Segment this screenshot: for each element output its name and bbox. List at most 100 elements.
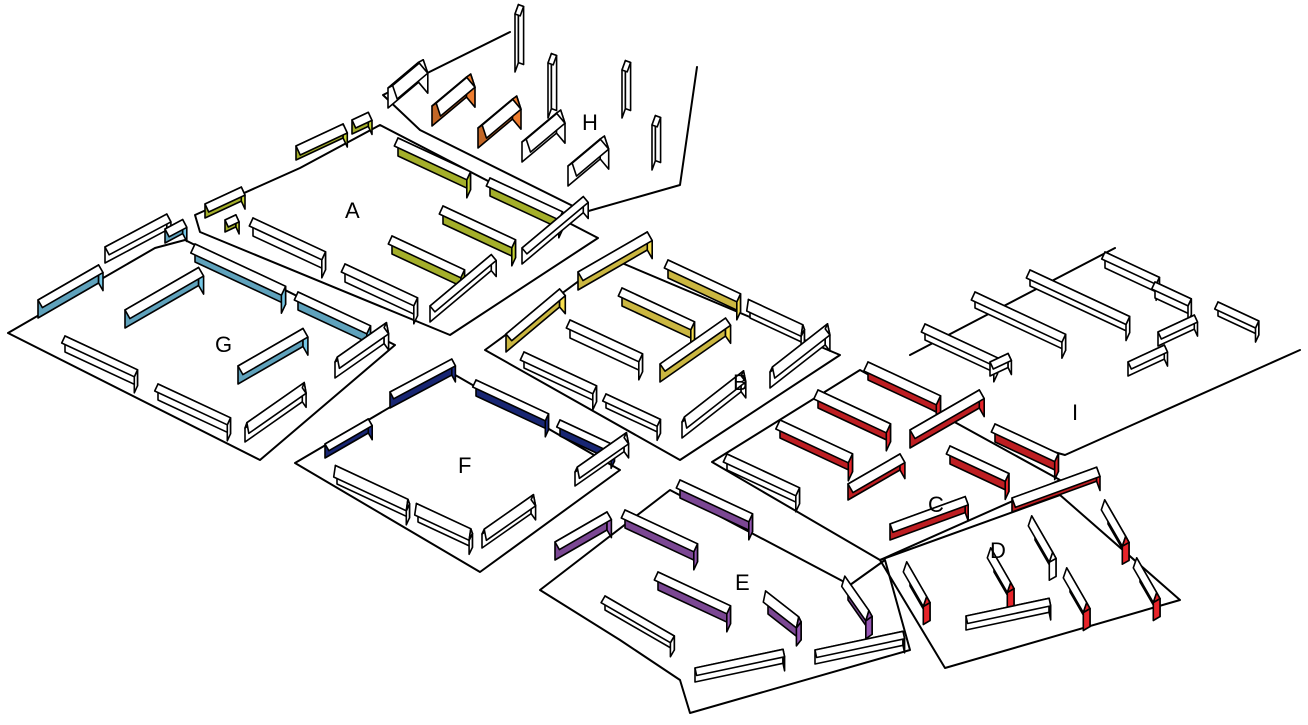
building-none-80 bbox=[1100, 251, 1161, 302]
building-roof-face bbox=[659, 317, 732, 372]
building-roof-face bbox=[1100, 499, 1127, 547]
building-G-29 bbox=[237, 327, 309, 385]
building-none-42 bbox=[681, 370, 747, 439]
building-none-82 bbox=[1213, 301, 1260, 343]
building-none-50 bbox=[481, 493, 537, 549]
building-gable-face bbox=[465, 73, 476, 88]
building-roof-face bbox=[224, 214, 240, 228]
building-roof-face bbox=[1150, 281, 1193, 307]
building-none-19 bbox=[521, 195, 589, 265]
building-E-71 bbox=[762, 590, 802, 647]
building-C-63 bbox=[986, 547, 1015, 612]
building-none-48 bbox=[413, 502, 474, 556]
building-none-7 bbox=[621, 59, 632, 119]
building-roof-face bbox=[990, 423, 1060, 463]
building-G-25 bbox=[37, 264, 104, 319]
building-roof-face bbox=[340, 263, 419, 307]
building-none-18 bbox=[340, 263, 419, 325]
building-roof-face bbox=[847, 453, 906, 494]
building-roof-face bbox=[1127, 344, 1169, 370]
building-none-38 bbox=[519, 351, 598, 411]
building-gable-face bbox=[468, 528, 474, 542]
building-roof-face bbox=[863, 361, 942, 406]
building-C-60 bbox=[1011, 466, 1101, 513]
building-none-3 bbox=[521, 109, 566, 163]
building-none-76 bbox=[814, 630, 906, 665]
building-none-31 bbox=[244, 381, 307, 443]
building-roof-face bbox=[393, 137, 472, 181]
building-roof-face bbox=[1027, 515, 1054, 563]
building-roof-face bbox=[248, 217, 327, 261]
building-roof-face bbox=[965, 597, 1052, 625]
building-gable-face bbox=[623, 431, 630, 445]
building-H-2 bbox=[477, 95, 522, 149]
building-gable-face bbox=[405, 498, 411, 512]
building-none-47 bbox=[332, 464, 411, 526]
building-A-10 bbox=[351, 111, 373, 136]
building-none-6 bbox=[547, 52, 558, 119]
building-C-52 bbox=[813, 389, 892, 452]
label-E: E bbox=[735, 570, 750, 595]
building-none-8 bbox=[651, 114, 662, 171]
building-roof-face bbox=[621, 59, 632, 73]
building-roof-face bbox=[663, 259, 742, 303]
building-roof-face bbox=[814, 630, 906, 659]
building-roof-face bbox=[970, 291, 1067, 343]
building-roof-face bbox=[204, 186, 246, 213]
building-roof-face bbox=[514, 3, 525, 17]
building-A-9 bbox=[295, 123, 349, 161]
building-roof-face bbox=[547, 52, 558, 66]
building-roof-face bbox=[438, 205, 517, 249]
building-H-1 bbox=[431, 73, 476, 127]
building-none-84 bbox=[1127, 344, 1169, 377]
building-none-67 bbox=[965, 597, 1052, 631]
building-none-17 bbox=[248, 217, 327, 279]
zone-labels: A B C D E F G H I bbox=[215, 110, 1078, 595]
building-A-15 bbox=[438, 205, 517, 267]
building-E-68 bbox=[675, 479, 754, 541]
building-roof-face bbox=[1157, 314, 1199, 340]
building-B-32 bbox=[577, 231, 653, 291]
building-gable-face bbox=[1121, 535, 1130, 547]
building-gable-face bbox=[555, 109, 566, 124]
building-roof-face bbox=[620, 509, 699, 553]
building-gable-face bbox=[800, 324, 806, 338]
building-gable-face bbox=[511, 95, 522, 110]
building-roof-face bbox=[989, 352, 1013, 370]
outline-D bbox=[879, 494, 1181, 669]
building-roof-face bbox=[565, 319, 644, 363]
building-E-70 bbox=[653, 571, 732, 633]
building-C-65 bbox=[1062, 567, 1091, 632]
building-roof-face bbox=[519, 351, 598, 395]
outline-H bbox=[382, 31, 698, 213]
outline-B bbox=[484, 257, 841, 461]
building-gable-face bbox=[795, 616, 802, 629]
building-roof-face bbox=[600, 595, 676, 644]
building-none-75 bbox=[694, 648, 786, 683]
building-roof-face bbox=[521, 195, 589, 255]
building-B-34 bbox=[663, 259, 742, 321]
building-gable-face bbox=[599, 135, 610, 150]
building-B-33 bbox=[505, 288, 567, 353]
building-C-56 bbox=[945, 445, 1010, 501]
building-none-79 bbox=[1025, 269, 1131, 342]
building-roof-face bbox=[104, 213, 172, 256]
label-I: I bbox=[1072, 400, 1078, 425]
label-B: B bbox=[733, 370, 748, 395]
building-roof-face bbox=[1062, 567, 1088, 614]
building-none-5 bbox=[514, 3, 525, 73]
building-roof-face bbox=[577, 231, 653, 282]
building-gable-face bbox=[1006, 581, 1015, 594]
label-A: A bbox=[345, 198, 360, 223]
building-roof-face bbox=[324, 418, 373, 452]
building-none-30 bbox=[334, 321, 390, 379]
building-C-54 bbox=[909, 389, 985, 449]
building-B-35 bbox=[617, 287, 696, 349]
building-C-61 bbox=[1100, 499, 1130, 565]
building-C-64 bbox=[902, 561, 931, 626]
building-none-40 bbox=[745, 298, 806, 352]
building-C-59 bbox=[889, 495, 969, 541]
building-roof-face bbox=[601, 393, 662, 428]
building-roof-face bbox=[554, 511, 613, 551]
